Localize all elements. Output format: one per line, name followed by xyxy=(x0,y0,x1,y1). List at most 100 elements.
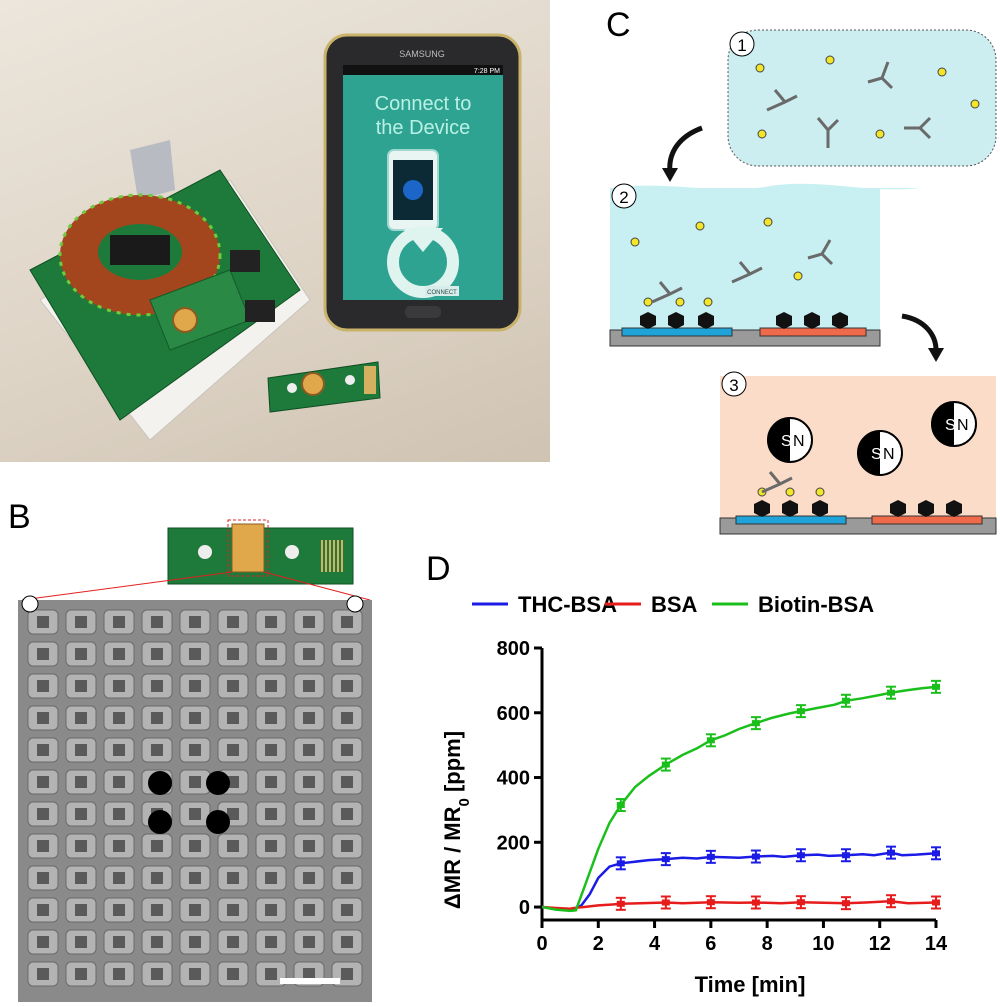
micro-sensor xyxy=(303,808,315,820)
micro-sensor xyxy=(151,616,163,628)
micro-sensor xyxy=(113,840,125,852)
micro-sensor xyxy=(37,648,49,660)
data-point xyxy=(751,899,760,906)
data-point xyxy=(661,761,670,768)
x-tick-label: 14 xyxy=(925,933,948,955)
micro-sensor xyxy=(189,872,201,884)
micro-sensor xyxy=(189,840,201,852)
x-tick-label: 8 xyxy=(762,933,773,955)
data-point xyxy=(796,708,805,715)
micro-sensor xyxy=(227,744,239,756)
micro-sensor xyxy=(303,904,315,916)
micro-sensor xyxy=(303,840,315,852)
micro-sensor xyxy=(227,616,239,628)
micro-sensor xyxy=(265,680,277,692)
micro-sensor xyxy=(227,968,239,980)
micro-sensor xyxy=(151,680,163,692)
micro-sensor xyxy=(189,968,201,980)
data-point xyxy=(661,899,670,906)
micro-sensor xyxy=(151,936,163,948)
x-tick-label: 10 xyxy=(812,933,834,955)
scale-bar xyxy=(280,978,340,984)
data-point xyxy=(796,852,805,859)
micro-sensor xyxy=(75,744,87,756)
micro-sensor xyxy=(265,776,277,788)
micro-sensor xyxy=(75,616,87,628)
micro-sensor xyxy=(303,680,315,692)
phone-brand: SAMSUNG xyxy=(399,49,445,59)
phone-time: 7:28 PM xyxy=(474,68,500,75)
micro-sensor xyxy=(75,840,87,852)
legend-label: BSA xyxy=(651,592,698,617)
micro-sensor xyxy=(227,936,239,948)
assay-schematic: 1 2 3 xyxy=(590,0,1000,560)
series-line xyxy=(541,899,937,910)
micro-sensor xyxy=(151,712,163,724)
device-photo-illustration: SAMSUNG 7:28 PM Connect to the Device CO… xyxy=(29,33,522,441)
micro-sensor xyxy=(265,712,277,724)
micro-sensor xyxy=(189,616,201,628)
x-tick-label: 2 xyxy=(593,933,604,955)
data-point xyxy=(932,683,940,690)
data-point xyxy=(706,737,715,744)
micro-sensor xyxy=(113,808,125,820)
y-tick-label: 200 xyxy=(497,832,530,854)
micro-sensor xyxy=(151,968,163,980)
micro-sensor xyxy=(265,872,277,884)
micro-sensor xyxy=(303,616,315,628)
micro-sensor xyxy=(75,904,87,916)
micro-sensor xyxy=(151,840,163,852)
micro-sensor xyxy=(113,648,125,660)
micro-sensor xyxy=(189,904,201,916)
micro-sensor xyxy=(113,904,125,916)
micro-sensor xyxy=(37,904,49,916)
micro-sensor xyxy=(37,680,49,692)
micro-sensor xyxy=(227,680,239,692)
micro-sensor xyxy=(189,776,201,788)
micro-sensor xyxy=(227,712,239,724)
panel-label-c: C xyxy=(606,6,631,44)
micro-sensor xyxy=(189,680,201,692)
micro-sensor xyxy=(303,968,315,980)
micro-sensor xyxy=(151,872,163,884)
series-line xyxy=(541,685,937,913)
micro-sensor xyxy=(341,968,353,980)
micro-sensor xyxy=(189,744,201,756)
micro-sensor xyxy=(303,744,315,756)
y-axis-title: ΔMR / MR0 [ppm] xyxy=(440,731,473,909)
micro-sensor xyxy=(113,744,125,756)
bead-3-n: N xyxy=(957,417,969,434)
phone-connect-button: CONNECT xyxy=(427,290,457,296)
micro-sensor xyxy=(341,840,353,852)
micro-sensor xyxy=(75,648,87,660)
legend-label: Biotin-BSA xyxy=(758,592,874,617)
bead-2-n: N xyxy=(883,446,895,463)
arrow-step2-step3 xyxy=(901,313,939,351)
data-point xyxy=(706,853,715,860)
phone-line2: the Device xyxy=(376,117,471,139)
micro-sensor xyxy=(189,648,201,660)
bead-3-s: S xyxy=(945,417,956,434)
micro-sensor xyxy=(189,712,201,724)
data-point xyxy=(932,899,940,906)
micro-sensor xyxy=(151,904,163,916)
micro-sensor xyxy=(341,872,353,884)
micro-sensor xyxy=(265,648,277,660)
sensor-micrograph-illustration xyxy=(18,519,372,1002)
micro-sensor xyxy=(265,616,277,628)
micro-sensor xyxy=(151,648,163,660)
micro-sensor xyxy=(37,808,49,820)
micro-sensor xyxy=(113,712,125,724)
micro-sensor xyxy=(265,936,277,948)
micro-sensor xyxy=(37,968,49,980)
micro-sensor xyxy=(227,808,239,820)
micro-sensor xyxy=(113,616,125,628)
data-point xyxy=(706,899,715,906)
bead-1-n: N xyxy=(793,433,805,450)
micro-sensor xyxy=(341,904,353,916)
assay-schematic-illustration: 1 2 3 xyxy=(609,29,997,535)
micro-sensor xyxy=(265,840,277,852)
y-tick-label: 600 xyxy=(497,703,530,725)
